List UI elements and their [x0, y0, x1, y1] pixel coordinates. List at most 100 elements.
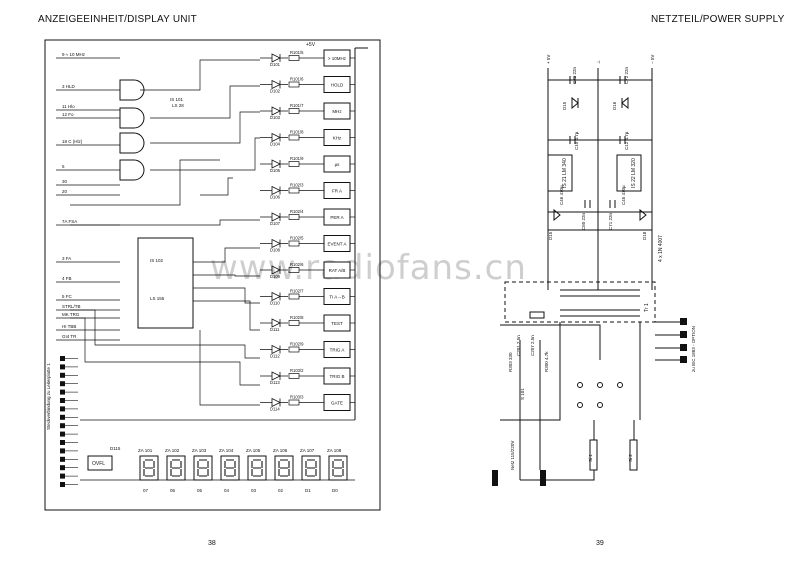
- resistor-symbol: [288, 346, 300, 353]
- power-label: C60 22n: [581, 212, 586, 230]
- connector-pin: [60, 482, 65, 487]
- connector-pin: [60, 448, 65, 454]
- input-label: GI4 TR: [62, 334, 77, 339]
- input-label: 5 FC: [62, 294, 73, 299]
- status-box-label: TRIG A: [330, 348, 345, 353]
- power-label: Tr 1: [644, 303, 650, 312]
- power-label: IS 21 LM 340: [562, 158, 568, 188]
- led-symbol: [260, 371, 288, 381]
- led-label: D110: [270, 301, 280, 306]
- ic1-type: LS 28: [172, 103, 184, 108]
- power-label: C46 470µ: [559, 185, 564, 205]
- led-symbol: [260, 397, 288, 408]
- status-box-label: FR A: [332, 189, 342, 194]
- input-label: 18 C (Hlz): [62, 139, 83, 144]
- resistor-label: R101/9: [290, 156, 304, 161]
- resistor-label: R102/6: [290, 262, 304, 267]
- connector-pin: [60, 456, 65, 462]
- resistor-symbol: [288, 187, 300, 194]
- input-label: 6: [62, 164, 65, 169]
- power-label: C10 4.7µ: [574, 131, 579, 150]
- led-symbol: [260, 132, 288, 143]
- status-box-label: µs: [335, 162, 341, 167]
- power-label: D18: [642, 231, 647, 240]
- left-page-number: 38: [208, 540, 216, 547]
- led-label: D111: [270, 327, 280, 332]
- resistor-symbol: [288, 55, 300, 61]
- connector-pin: [60, 364, 65, 370]
- led-label: D103: [270, 115, 281, 120]
- power-label: S 101: [520, 388, 525, 400]
- right-page-number: 39: [596, 540, 604, 547]
- led-label: D109: [270, 274, 281, 279]
- resistor-symbol: [288, 214, 300, 220]
- digit-label: ZA 103: [192, 448, 207, 453]
- led-symbol: [260, 79, 288, 90]
- resistor-symbol: [288, 108, 300, 114]
- led-label: D101: [270, 62, 281, 67]
- connector-pin: [60, 389, 65, 395]
- input-label: 9 ≈ 10 MHz: [62, 52, 86, 57]
- resistor-label: R102/8: [290, 315, 304, 320]
- resistor-symbol: [288, 81, 300, 88]
- digit-segments: [224, 459, 236, 477]
- led-label: D113: [270, 380, 280, 385]
- power-label: − 5V: [650, 55, 655, 64]
- resistor-label: R101/8: [290, 130, 304, 135]
- power-label: D16: [612, 101, 617, 110]
- digit-segments: [197, 459, 209, 477]
- resistor-label: R101/6: [290, 77, 304, 82]
- resistor-label: R103/3: [290, 395, 304, 400]
- led-label: D104: [270, 142, 281, 147]
- resistor-symbol: [288, 134, 300, 141]
- digit-segments: [278, 459, 290, 477]
- digit-label: ZA 108: [327, 448, 342, 453]
- status-box-label: TRIG B: [329, 374, 344, 379]
- input-label: 4 FB: [62, 276, 72, 281]
- power-label: D15: [562, 101, 567, 110]
- input-label: 11 Hlo: [62, 104, 75, 109]
- connector-pin: [60, 465, 65, 471]
- digit-label: ZA 104: [219, 448, 234, 453]
- digit-label: ZA 106: [273, 448, 288, 453]
- power-label: R303 330: [508, 352, 513, 372]
- led-label: D107: [270, 221, 281, 226]
- connector-side-label: Steckverbindung zu Leiterplatte 1: [46, 363, 51, 430]
- resistor-label: R103/2: [290, 368, 304, 373]
- digit-line-label: D1: [305, 488, 311, 493]
- power-label: R300 4.7k: [544, 351, 549, 372]
- power-label: C12 4.7µ: [624, 131, 629, 150]
- digit-label: ZA 102: [165, 448, 180, 453]
- digit-label: ZA 107: [300, 448, 315, 453]
- power-label: + 5V: [546, 55, 551, 64]
- input-label: 30: [62, 179, 68, 184]
- resistor-symbol: [288, 293, 300, 300]
- connector-pin: [60, 431, 65, 437]
- led-label: D106: [270, 195, 281, 200]
- status-box-label: HOLD: [331, 83, 344, 88]
- power-supply-schematic: [500, 68, 680, 481]
- status-box-label: PER A: [330, 215, 343, 220]
- power-label: ⊥: [596, 60, 601, 64]
- connector-pin: [60, 356, 65, 361]
- digit-line-label: 07: [143, 488, 149, 493]
- power-label: Si 2: [628, 454, 633, 462]
- connector-pin: [60, 372, 65, 378]
